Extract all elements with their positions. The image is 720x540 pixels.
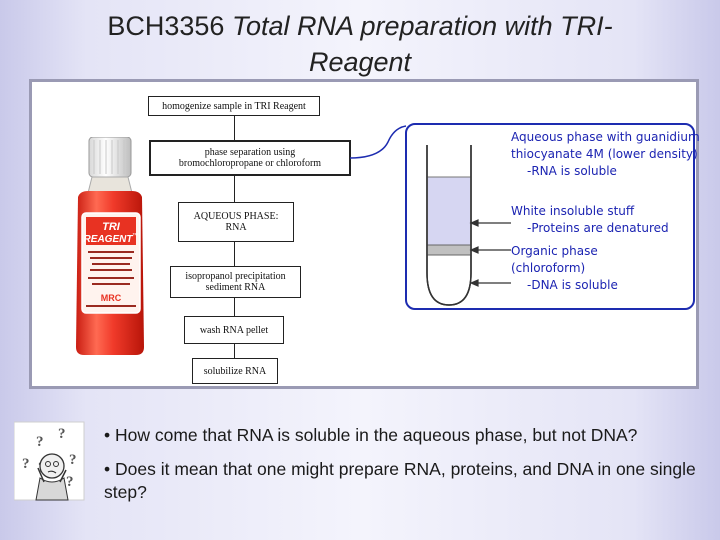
annotation-line: thiocyanate 4M (lower density) xyxy=(511,147,698,161)
question-mark: ? xyxy=(36,434,44,450)
discussion-questions: • How come that RNA is soluble in the aq… xyxy=(104,424,716,515)
annotation-line: Organic phase xyxy=(511,244,598,258)
annotation-line: -Proteins are denatured xyxy=(527,221,669,235)
flow-step-text: wash RNA pellet xyxy=(199,324,269,336)
bottle-logo-line2: REAGENT xyxy=(84,234,134,245)
flow-step-homogenize: homogenize sample in TRI Reagent xyxy=(148,96,320,116)
tri-reagent-bottle-image: TRI REAGENT ™ MRC xyxy=(76,137,144,355)
flow-connector xyxy=(234,298,235,316)
question-mark: ? xyxy=(58,426,66,442)
flow-step-solubilize: solubilize RNA xyxy=(192,358,278,384)
title-text-line1: Total RNA preparation with TRI- xyxy=(231,11,613,41)
bullet-question: • How come that RNA is soluble in the aq… xyxy=(104,425,638,445)
annotation-line: -RNA is soluble xyxy=(527,164,617,178)
annotation-line: (chloroform) xyxy=(511,261,586,275)
question-mark: ? xyxy=(66,474,74,490)
flow-step-text: homogenize sample in TRI Reagent xyxy=(162,100,306,112)
flow-step-text: AQUEOUS PHASE: xyxy=(193,211,279,222)
confused-person-icon: ? ? ? ? ? ? xyxy=(14,421,85,501)
interphase-label: White insoluble stuff -Proteins are dena… xyxy=(511,203,669,237)
bottle-brand: MRC xyxy=(101,293,122,303)
question-mark: ? xyxy=(69,452,77,468)
title-text-line2: Reagent xyxy=(308,47,412,77)
bullet-question: • Does it mean that one might prepare RN… xyxy=(104,459,696,502)
flow-connector xyxy=(234,116,235,140)
flow-step-wash: wash RNA pellet xyxy=(184,316,284,344)
bottle-logo-line1: TRI xyxy=(102,221,121,233)
organic-phase-label: Organic phase (chloroform) -DNA is solub… xyxy=(511,243,618,294)
flow-step-text: sediment RNA xyxy=(205,282,266,293)
pointer-arrows xyxy=(469,219,511,287)
test-tube-icon xyxy=(426,145,472,306)
flow-step-isopropanol: isopropanol precipitation sediment RNA xyxy=(170,266,301,298)
flow-step-text: solubilize RNA xyxy=(203,365,267,377)
annotation-line: Aqueous phase with guanidium xyxy=(511,130,700,144)
aqueous-phase-label: Aqueous phase with guanidium thiocyanate… xyxy=(511,129,700,180)
flow-connector xyxy=(234,242,235,266)
flow-connector xyxy=(234,344,235,358)
annotation-line: -DNA is soluble xyxy=(527,278,618,292)
phase-panel-connector xyxy=(350,125,407,159)
slide-title: BCH3356 Total RNA preparation with TRI- … xyxy=(40,8,680,80)
figure-panel: TRI REAGENT ™ MRC homogenize sample in T… xyxy=(29,79,700,389)
flow-step-text: isopropanol precipitation xyxy=(185,271,286,282)
annotation-line: White insoluble stuff xyxy=(511,204,635,218)
title-course-code: BCH3356 xyxy=(107,11,225,41)
flow-step-text: bromochloropropane or chloroform xyxy=(178,158,322,169)
question-mark: ? xyxy=(22,456,30,472)
flow-step-text: RNA xyxy=(225,222,247,233)
flow-step-aqueous-phase: AQUEOUS PHASE: RNA xyxy=(178,202,294,242)
flow-connector xyxy=(234,176,235,202)
flow-step-text: phase separation using xyxy=(204,147,296,158)
bottle-tm-mark: ™ xyxy=(132,232,138,239)
flow-step-phase-separation: phase separation using bromochloropropan… xyxy=(149,140,351,176)
phase-separation-panel: Aqueous phase with guanidium thiocyanate… xyxy=(405,123,700,310)
